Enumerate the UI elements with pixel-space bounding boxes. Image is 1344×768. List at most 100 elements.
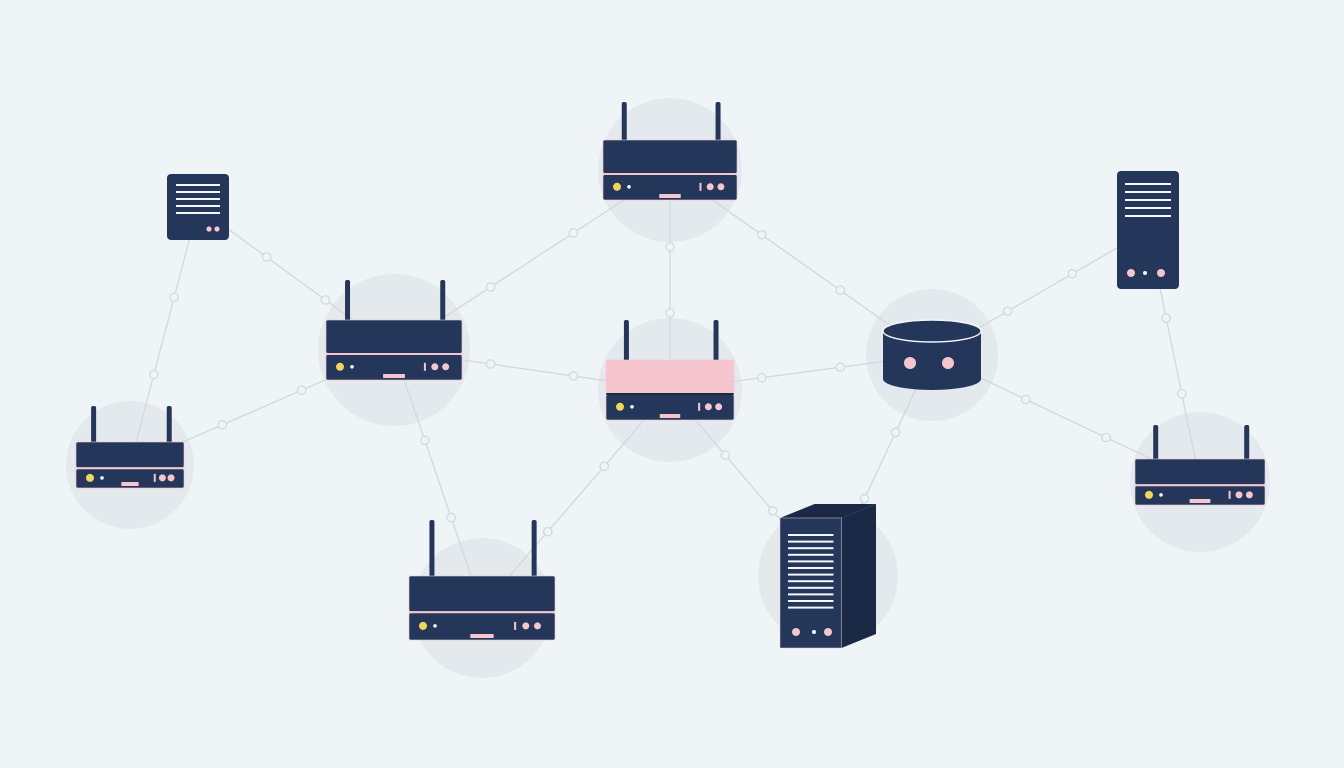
server-tower-top-right (1117, 171, 1179, 289)
antenna-left (91, 406, 97, 446)
vent-line (788, 606, 834, 609)
link-dot (756, 372, 767, 383)
indicator-dot (100, 476, 104, 480)
status-led (616, 402, 624, 411)
link-dot (720, 450, 731, 460)
router-far-right (1134, 425, 1266, 506)
port-bar (423, 362, 426, 371)
vent-line (1125, 191, 1171, 193)
router-outline (325, 319, 463, 381)
status-led (1145, 490, 1153, 499)
indicator-dot (1157, 269, 1165, 277)
antenna-left (429, 520, 435, 580)
link-dot (1161, 313, 1172, 324)
router-outline (605, 359, 735, 421)
port-led (706, 183, 714, 191)
router-front-panel (326, 355, 462, 380)
router-divider (1135, 484, 1265, 487)
link-dot (1002, 306, 1013, 317)
link-dot (485, 282, 496, 292)
indicator-dot (350, 365, 354, 369)
vent-line (788, 534, 834, 536)
vent-line (788, 553, 834, 556)
router-top-panel (606, 360, 734, 393)
router-divider (603, 173, 737, 175)
antenna-right (531, 520, 537, 580)
link-dot (419, 435, 430, 446)
link-dot (835, 285, 846, 296)
router-far-left (75, 406, 185, 489)
vent-line (788, 540, 834, 543)
port-led (431, 363, 439, 371)
link-dot (320, 295, 331, 305)
antenna-left (345, 280, 351, 324)
port-led (1235, 491, 1243, 499)
link-server-doc-top-left-to-router-far-left (129, 206, 199, 466)
database-bottom (883, 368, 981, 390)
port-led (158, 474, 166, 482)
router-front-panel (76, 469, 184, 488)
vent-line (1125, 183, 1171, 185)
router-bottom (408, 520, 556, 641)
link-dot (665, 308, 675, 318)
router-divider (76, 467, 184, 470)
text-line (176, 205, 220, 207)
link-router-center-to-router-bottom (481, 389, 671, 609)
router-divider (409, 611, 555, 614)
router-divider (606, 393, 734, 395)
link-dot (261, 252, 272, 262)
router-front-panel (1135, 486, 1265, 505)
link-dot (485, 359, 496, 369)
antenna-left (1153, 425, 1159, 463)
port-bar (699, 182, 702, 191)
server-front (780, 518, 842, 648)
link-router-top-to-database-right (669, 169, 933, 356)
text-line (176, 184, 220, 186)
vent-line (788, 573, 834, 576)
database-top (882, 319, 982, 343)
text-line (176, 212, 220, 214)
port-led (442, 363, 450, 371)
link-dot (446, 512, 457, 523)
link-router-left-to-router-bottom (393, 349, 483, 609)
indicator-dot (1127, 269, 1135, 277)
indicator-dot (942, 357, 954, 369)
indicator-dot (792, 628, 800, 636)
antenna-right (166, 406, 172, 446)
port-slot (121, 482, 139, 486)
antenna-right (440, 280, 446, 324)
vent-line (788, 547, 834, 550)
link-dot (148, 369, 159, 380)
antenna-left (623, 320, 629, 364)
port-led (704, 403, 712, 411)
router-outline (1134, 458, 1266, 506)
database-right (882, 319, 982, 390)
port-bar (698, 402, 701, 411)
link-dot (1020, 394, 1031, 405)
port-led (522, 622, 530, 630)
link-dot (542, 526, 553, 537)
vent-line (788, 593, 834, 596)
link-dot (1101, 432, 1112, 443)
vent-line (788, 586, 834, 589)
indicator-dot (1159, 493, 1163, 497)
link-dot (217, 419, 228, 430)
port-led (533, 622, 541, 630)
indicator-dot (904, 357, 916, 369)
link-dot (890, 427, 901, 438)
router-top-panel (409, 576, 555, 612)
port-led (715, 403, 723, 411)
router-top-panel (76, 442, 184, 468)
status-led (86, 473, 94, 482)
link-dot (169, 292, 180, 303)
vent-line (788, 567, 834, 569)
network-devices (75, 102, 1266, 649)
vent-line (1125, 207, 1171, 209)
router-top-panel (326, 320, 462, 353)
server-doc-top-left (167, 174, 229, 240)
port-bar (153, 473, 156, 482)
port-slot (659, 194, 681, 198)
router-top (602, 102, 738, 201)
